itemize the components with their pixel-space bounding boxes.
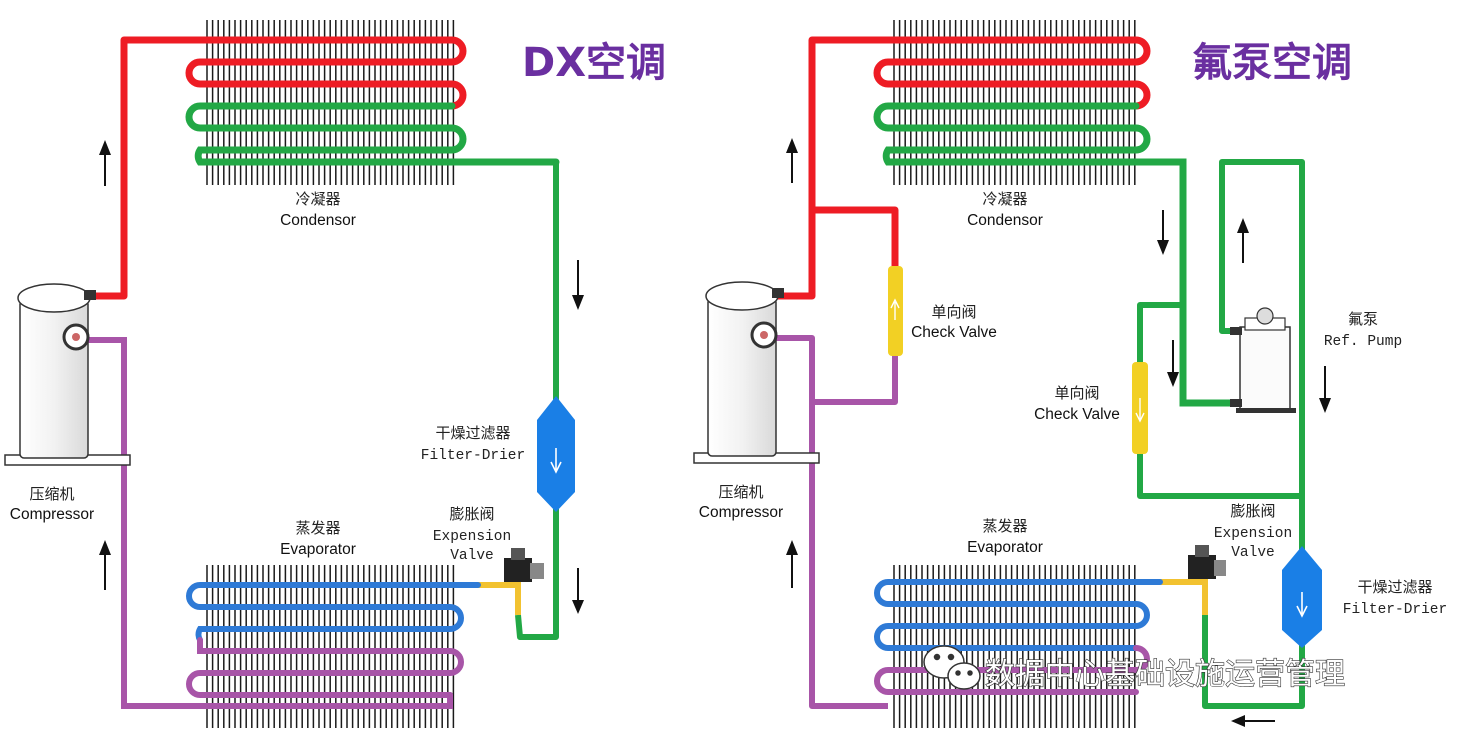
dx-valve-tube (478, 582, 521, 615)
check-valve-1-label-en: Check Valve (911, 324, 997, 341)
dx-compressor-label-cn: 压缩机 (29, 485, 74, 503)
dx-filter-drier (537, 396, 575, 512)
arrow-down-icon (572, 260, 584, 310)
arrow-up-icon (786, 540, 798, 588)
pump-loop-line (1137, 159, 1305, 550)
pump-compressor-label-cn: 压缩机 (718, 483, 763, 501)
pump-valve-tube (1160, 579, 1208, 615)
dx-title: DX空调 (522, 40, 666, 86)
dx-evaporator-coil (83, 337, 481, 709)
ref-pump (1230, 307, 1296, 413)
dx-valve-label-en1: Expension (433, 529, 511, 545)
dx-condenser-coil (124, 36, 560, 166)
dx-filter-label-en: Filter-Drier (421, 448, 525, 464)
arrow-down-icon (1157, 210, 1169, 255)
watermark: 数据中心基础设施运营管理 (923, 645, 1346, 693)
pump-valve-label-en1: Expension (1214, 526, 1292, 542)
pump-valve-label-en2: Valve (1231, 545, 1275, 561)
check-valve-2-label-cn: 单向阀 (1054, 384, 1099, 402)
arrow-up-icon (99, 140, 111, 186)
arrow-down-icon (1319, 366, 1331, 413)
pump-suction-line (776, 335, 898, 709)
watermark-text: 数据中心基础设施运营管理 (985, 657, 1345, 692)
dx-condenser-label-cn: 冷凝器 (295, 190, 340, 208)
check-valve-1-label-cn: 单向阀 (931, 303, 976, 321)
pump-title: 氟泵空调 (1192, 40, 1352, 86)
arrow-down-icon (1167, 340, 1179, 387)
pump-condenser-coil (810, 36, 1236, 407)
arrow-left-icon (1231, 715, 1275, 727)
dx-evaporator-label-en: Evaporator (280, 541, 356, 558)
pump-label-en: Ref. Pump (1324, 334, 1402, 350)
dx-diagram: DX空调 冷凝器 Condensor 蒸发器 Evaporator 压缩机 Co… (4, 20, 666, 728)
dx-compressor-label-en: Compressor (10, 506, 94, 523)
pump-condenser-label-cn: 冷凝器 (982, 190, 1027, 208)
wechat-icon (923, 645, 981, 690)
dx-valve-label-cn: 膨胀阀 (449, 505, 494, 523)
dx-valve-label-en2: Valve (450, 548, 494, 564)
pump-valve-label-cn: 膨胀阀 (1230, 502, 1275, 520)
pump-label-cn: 氟泵 (1348, 310, 1378, 328)
pump-liquid-line (1202, 615, 1305, 709)
pump-compressor (693, 281, 820, 464)
arrow-up-icon (1237, 218, 1249, 263)
pump-evaporator-label-cn: 蒸发器 (982, 517, 1027, 535)
pump-flow-arrows (786, 138, 1331, 727)
pump-evaporator-coil (874, 579, 1163, 695)
check-valve-2-label-en: Check Valve (1034, 406, 1120, 423)
pump-filter-drier (1282, 546, 1322, 648)
dx-condenser-label-en: Condensor (280, 212, 356, 229)
pump-discharge-line (776, 36, 899, 300)
dx-flow-arrows (99, 140, 584, 614)
dx-filter-label-cn: 干燥过滤器 (435, 424, 510, 442)
arrow-up-icon (99, 540, 111, 590)
arrow-up-icon (786, 138, 798, 183)
dx-evaporator-fins (206, 565, 455, 728)
check-valve-1 (888, 266, 903, 356)
pump-expansion-valve (1188, 545, 1226, 579)
pump-filter-label-cn: 干燥过滤器 (1357, 578, 1432, 596)
pump-compressor-label-en: Compressor (699, 504, 783, 521)
check-valve-2 (1132, 362, 1148, 454)
dx-evaporator-label-cn: 蒸发器 (295, 519, 340, 537)
dx-liquid-line (515, 162, 559, 640)
dx-expansion-valve (504, 548, 544, 582)
pump-condenser-label-en: Condensor (967, 212, 1043, 229)
pump-filter-label-en: Filter-Drier (1343, 602, 1447, 618)
pump-diagram: 氟泵空调 冷凝器 Condensor 蒸发器 Evaporator 压缩机 Co… (693, 20, 1447, 728)
dx-compressor (4, 283, 131, 466)
pump-evaporator-label-en: Evaporator (967, 539, 1043, 556)
arrow-down-icon (572, 568, 584, 614)
dx-discharge-line (90, 36, 130, 300)
